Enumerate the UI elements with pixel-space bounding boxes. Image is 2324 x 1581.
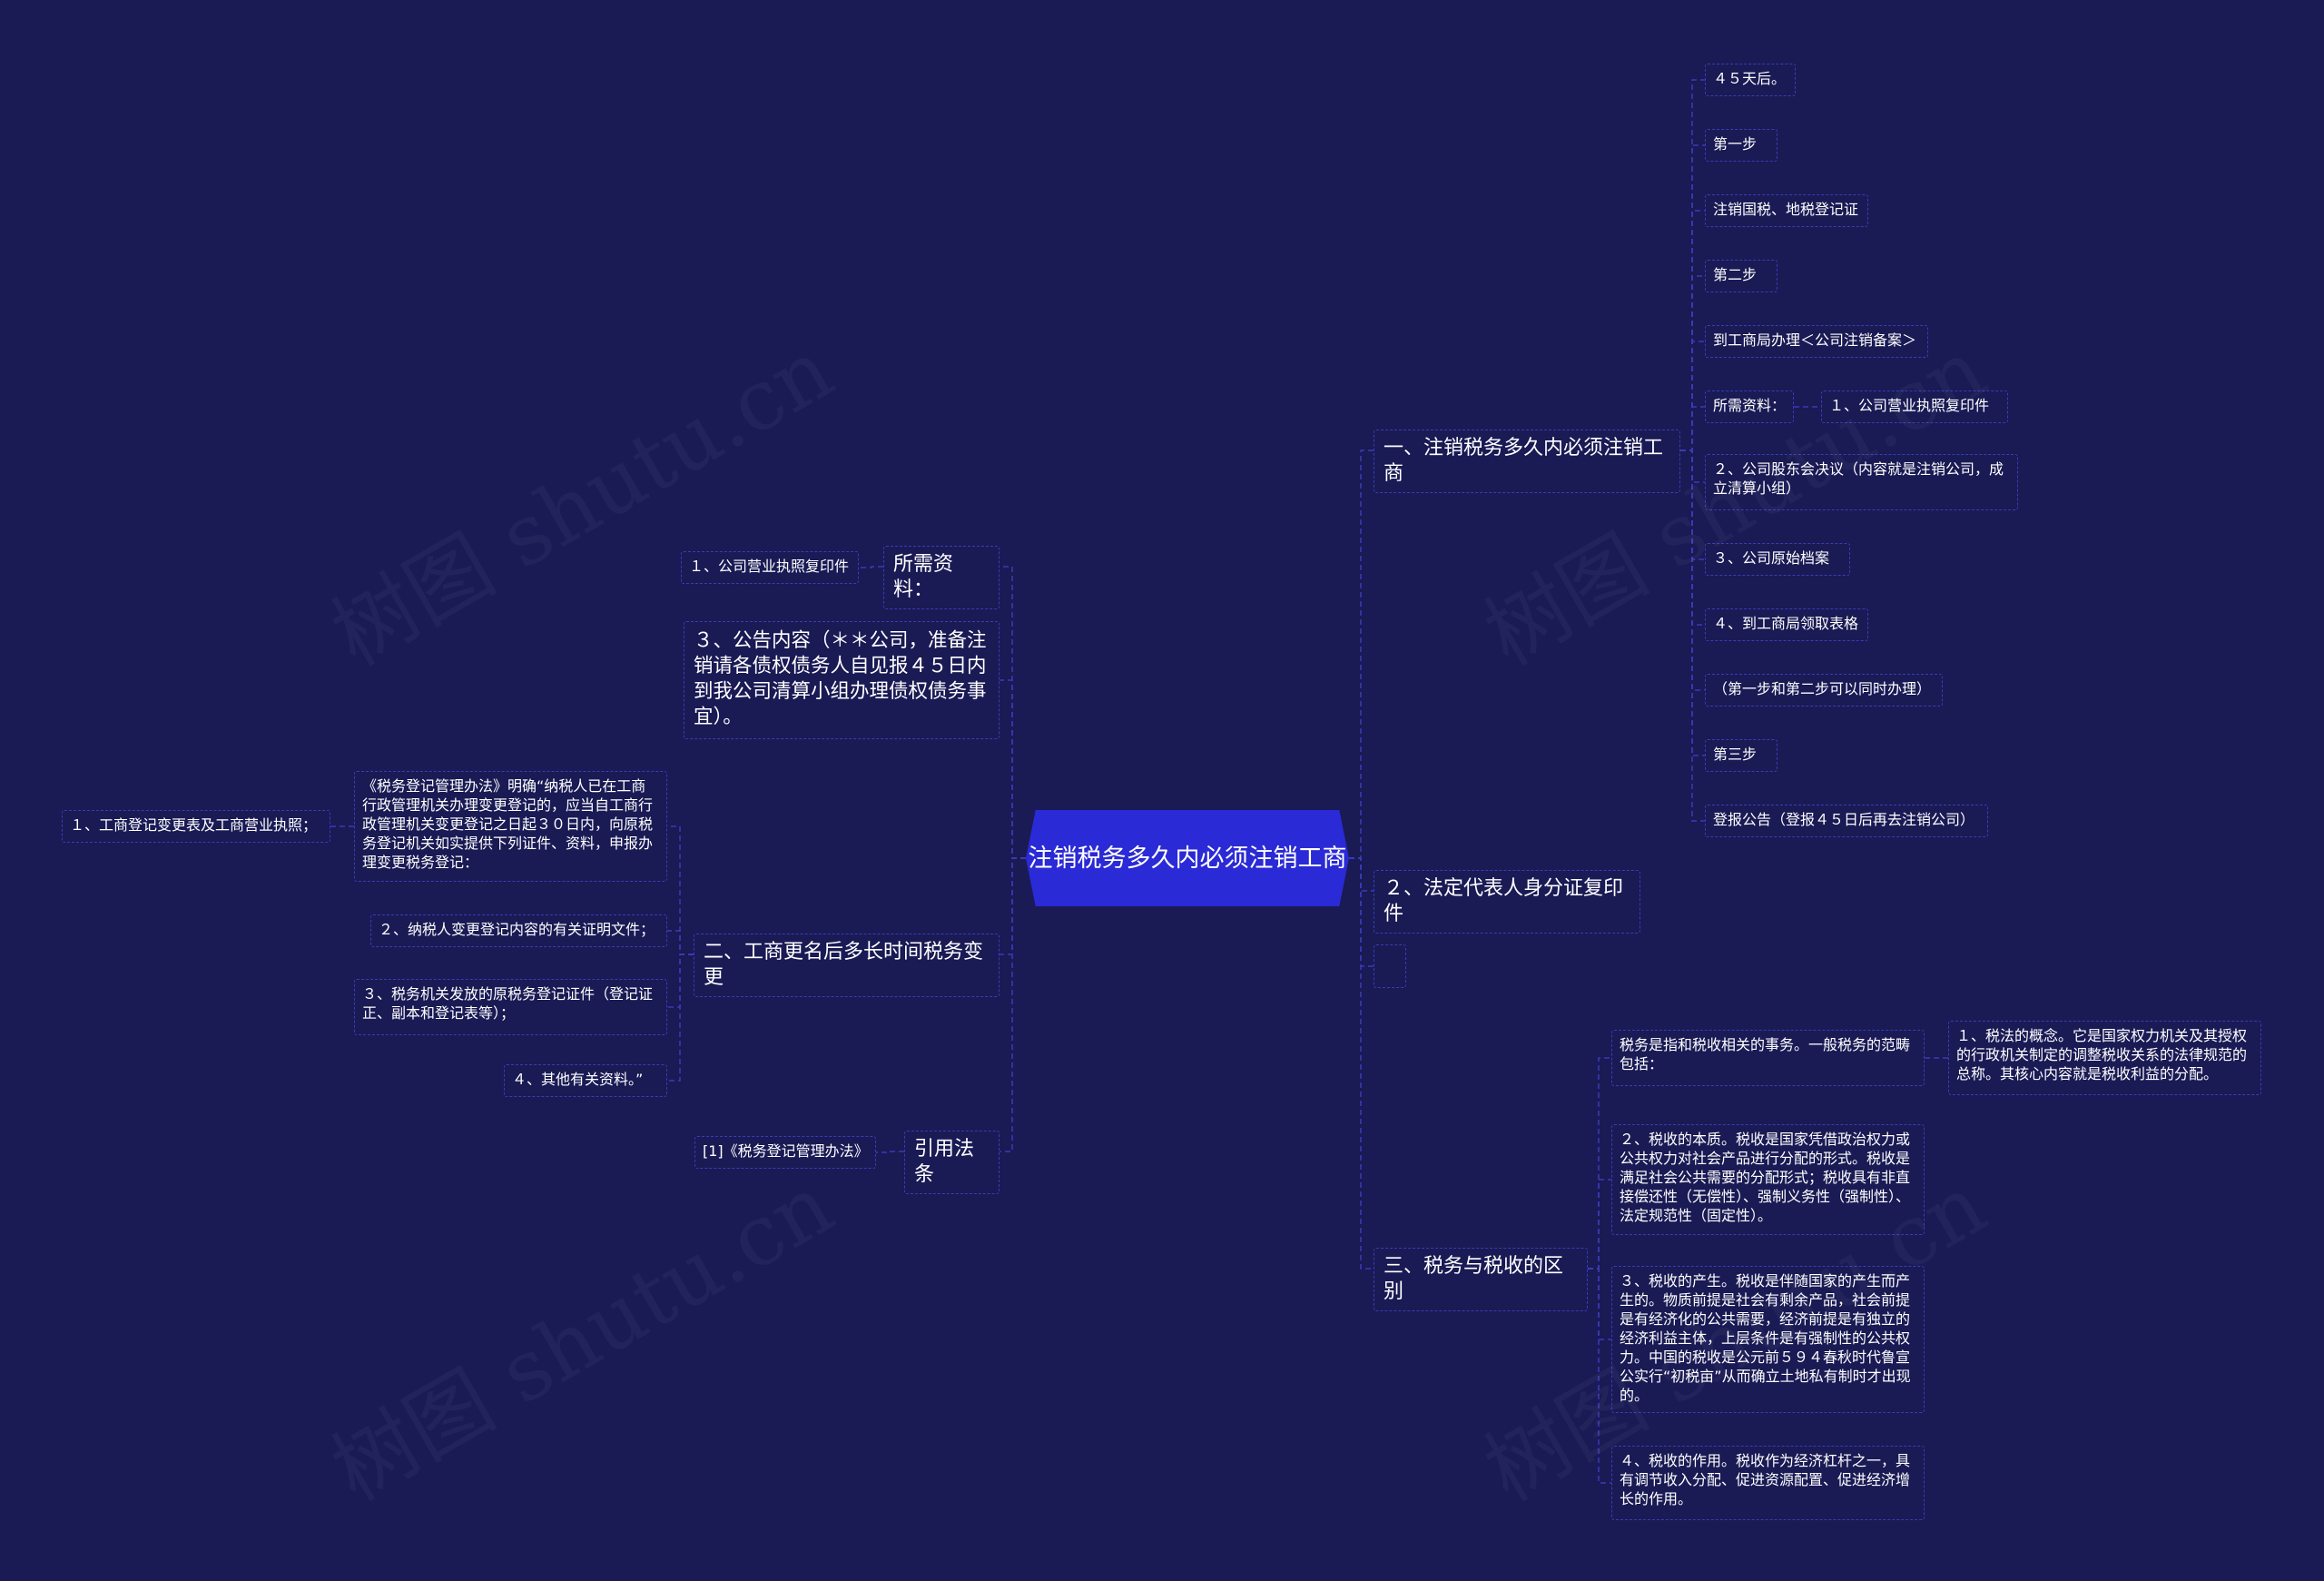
topic-node[interactable]: 所需资料： [883, 546, 1000, 609]
connector [1588, 1057, 1611, 1270]
topic-node[interactable]: 《税务登记管理办法》明确“纳税人已在工商行政管理机关办理变更登记的，应当自工商行… [354, 771, 667, 882]
connector [1000, 857, 1026, 1152]
connector [1000, 679, 1026, 859]
topic-node[interactable]: [1]《税务登记管理办法》 [694, 1136, 876, 1169]
topic-node[interactable]: ３、公司原始档案 [1705, 543, 1850, 576]
topic-node[interactable]: 引用法条 [904, 1131, 1000, 1194]
topic-node[interactable] [1374, 944, 1406, 988]
topic-node[interactable]: ３、税务机关发放的原税务登记证件（登记证正、副本和登记表等）； [354, 979, 667, 1035]
topic-node[interactable]: 一、注销税务多久内必须注销工商 [1374, 430, 1680, 493]
topic-node[interactable]: 税务是指和税收相关的事务。一般税务的范畴包括： [1611, 1030, 1925, 1086]
topic-node[interactable]: １、工商登记变更表及工商营业执照； [62, 810, 330, 843]
topic-node[interactable]: ３、税收的产生。税收是伴随国家的产生而产生的。物质前提是社会有剩余产品，社会前提… [1611, 1266, 1925, 1413]
topic-node[interactable]: 三、税务与税收的区别 [1374, 1248, 1588, 1311]
topic-node[interactable]: 第三步 [1705, 739, 1777, 772]
topic-node[interactable]: ４、到工商局领取表格 [1705, 608, 1868, 641]
connector [1680, 450, 1705, 626]
connector [1588, 1268, 1611, 1340]
topic-node[interactable]: 二、工商更名后多长时间税务变更 [694, 934, 1000, 997]
topic-node[interactable]: ２、纳税人变更登记内容的有关证明文件； [370, 914, 667, 947]
topic-node[interactable]: ４５天后。 [1705, 64, 1796, 96]
connector [667, 930, 694, 955]
topic-node[interactable]: ３、公告内容（＊＊公司，准备注销请各债权债务人自见报４５日内到我公司清算小组办理… [684, 621, 1000, 739]
connector [1349, 857, 1374, 1270]
root-topic[interactable]: 注销税务多久内必须注销工商 [1026, 810, 1349, 906]
topic-node[interactable]: １、税法的概念。它是国家权力机关及其授权的行政机关制定的调整税收关系的法律规范的… [1948, 1021, 2261, 1095]
topic-node[interactable]: 第二步 [1705, 260, 1777, 292]
topic-node[interactable]: （第一步和第二步可以同时办理） [1705, 674, 1943, 707]
connector [1680, 341, 1705, 451]
connector [1588, 1179, 1611, 1270]
topic-node[interactable]: 登报公告（登报４５日后再去注销公司） [1705, 805, 1988, 837]
topic-node[interactable]: ４、税收的作用。税收作为经济杠杆之一，具有调节收入分配、促进资源配置、促进经济增… [1611, 1446, 1925, 1520]
topic-node[interactable]: １、公司营业执照复印件 [681, 551, 859, 584]
connector [667, 825, 694, 955]
connector [876, 1151, 904, 1153]
connector [1588, 1268, 1611, 1484]
topic-node[interactable]: ２、税收的本质。税收是国家凭借政治权力或公共权力对社会产品进行分配的形式。税收是… [1611, 1124, 1925, 1235]
connector [667, 954, 694, 1082]
topic-node[interactable]: 所需资料： [1705, 390, 1794, 423]
connector [859, 566, 883, 568]
topic-node[interactable]: ２、公司股东会决议（内容就是注销公司，成立清算小组） [1705, 454, 2018, 510]
connector [1680, 275, 1705, 451]
topic-node[interactable]: ２、法定代表人身分证复印件 [1374, 870, 1640, 934]
topic-node[interactable]: ４、其他有关资料。” [504, 1064, 667, 1097]
topic-node[interactable]: 第一步 [1705, 129, 1777, 162]
topic-node[interactable]: 注销国税、地税登记证 [1705, 194, 1868, 227]
topic-node[interactable]: １、公司营业执照复印件 [1821, 390, 2008, 423]
topic-node[interactable]: 到工商局办理＜公司注销备案＞ [1705, 325, 1928, 358]
connector [1349, 450, 1374, 859]
